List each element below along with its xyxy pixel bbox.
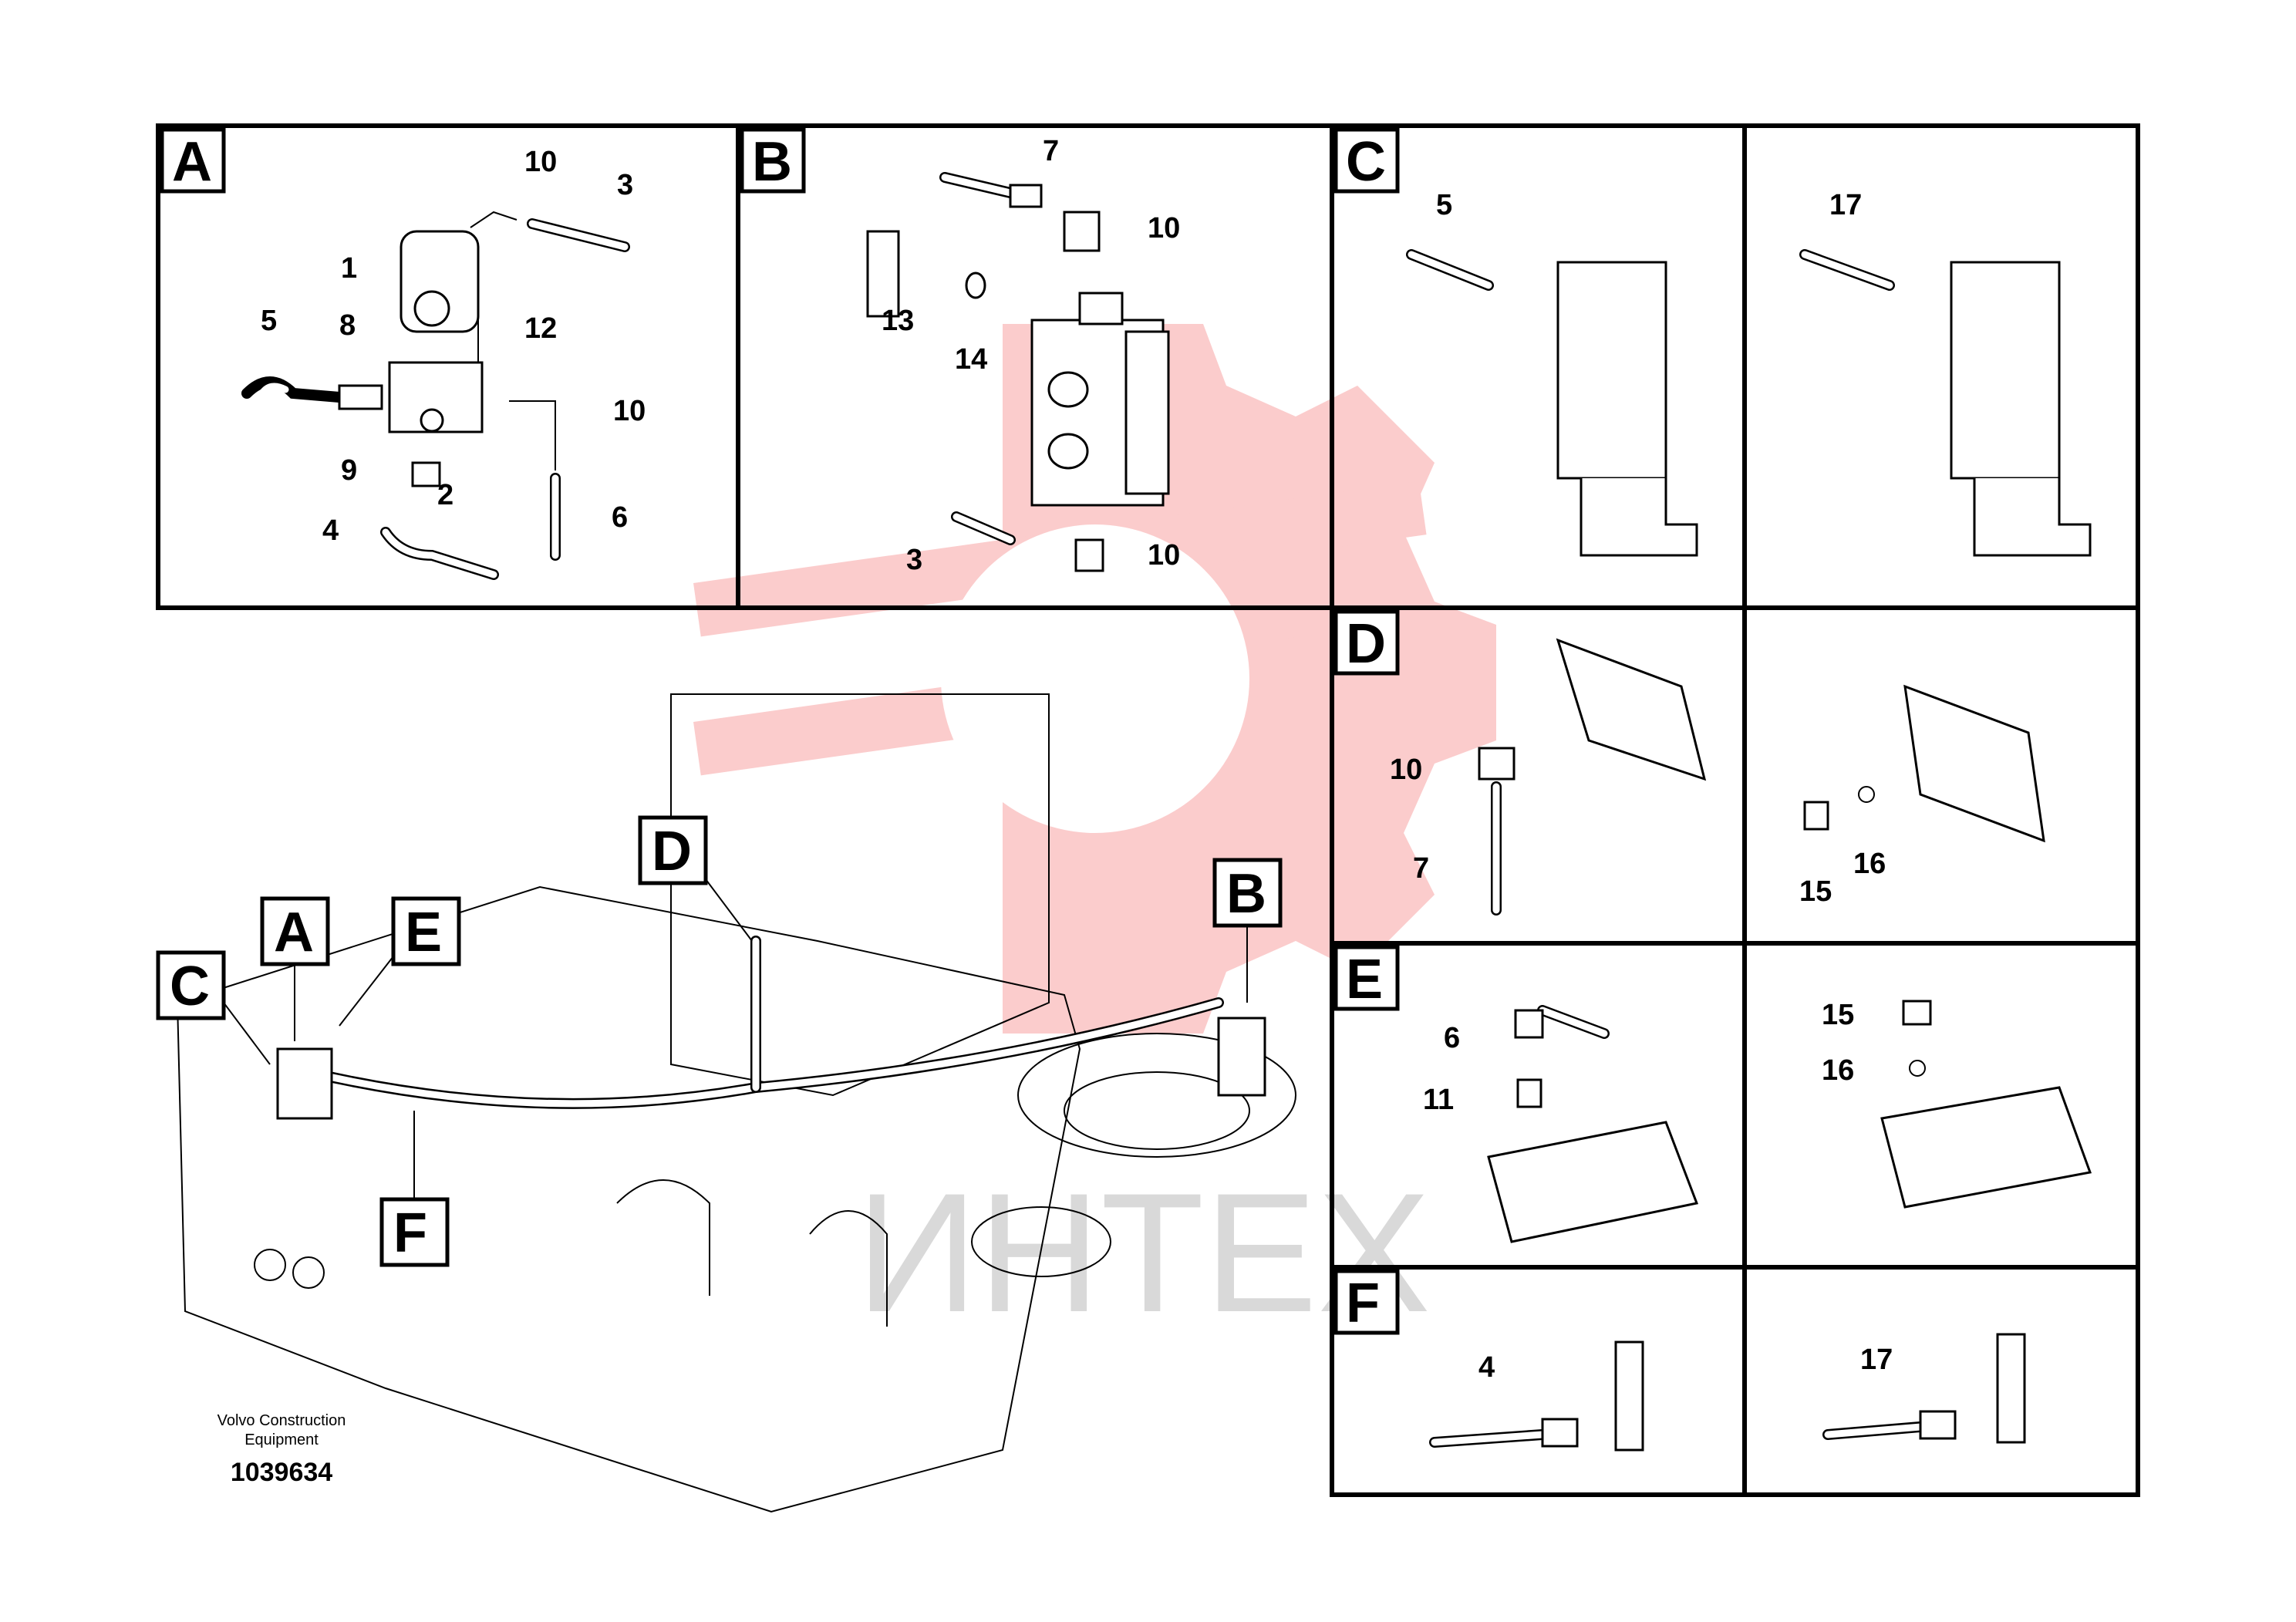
callout-c: C	[170, 956, 210, 1017]
panel-a-labels: 10 3 1 12 5 8 10 9 2 6 4	[261, 146, 646, 547]
label-11: 11	[1423, 1084, 1454, 1116]
label-10: 10	[524, 146, 557, 178]
label-5: 5	[1436, 189, 1452, 221]
panel-a: A 10 3 1 12 5 8 10 9 2 6 4	[156, 123, 740, 610]
label-6: 6	[1444, 1022, 1460, 1054]
label-4: 4	[1478, 1351, 1495, 1384]
panel-a-letter: A	[172, 131, 212, 193]
label-4: 4	[322, 514, 339, 547]
panel-c-letter: C	[1346, 131, 1386, 193]
label-17: 17	[1860, 1344, 1893, 1376]
label-10b: 10	[613, 395, 646, 427]
label-15: 15	[1799, 875, 1832, 908]
panel-d-variant: 15 16	[1742, 605, 2140, 946]
label-7: 7	[1413, 852, 1429, 885]
caption-line1: Volvo Construction	[217, 1412, 346, 1429]
label-9: 9	[341, 454, 357, 487]
label-1: 1	[341, 252, 357, 285]
label-16: 16	[1853, 848, 1886, 880]
panel-e-letter: E	[1346, 949, 1383, 1010]
label-7: 7	[1043, 135, 1059, 167]
label-10: 10	[1390, 754, 1422, 786]
callout-e: E	[405, 902, 442, 963]
label-3: 3	[906, 544, 922, 576]
panel-f-letter: F	[1346, 1273, 1380, 1334]
callout-a: A	[274, 902, 314, 963]
label-12: 12	[524, 312, 557, 345]
panel-e-variant: 15 16	[1742, 941, 2140, 1270]
callout-f: F	[393, 1202, 427, 1264]
label-14: 14	[955, 343, 987, 376]
callout-d: D	[652, 821, 692, 882]
caption-line2: Equipment	[244, 1431, 319, 1448]
panel-d-letter: D	[1346, 613, 1386, 675]
label-8: 8	[339, 309, 356, 342]
panel-b-letter: B	[752, 131, 792, 193]
label-5: 5	[261, 305, 277, 337]
label-2: 2	[437, 479, 453, 511]
label-16: 16	[1822, 1054, 1854, 1087]
label-6: 6	[612, 501, 628, 534]
panel-f-variant: 17	[1742, 1265, 2140, 1497]
panel-b-labels: 7 10 13 14 3 10	[882, 135, 1180, 576]
label-15: 15	[1822, 999, 1854, 1031]
panel-c: C 5	[1330, 123, 1747, 610]
label-3: 3	[617, 169, 633, 201]
panel-f: F 4	[1330, 1265, 1747, 1497]
label-10b: 10	[1148, 539, 1180, 572]
label-17: 17	[1829, 189, 1862, 221]
callout-b: B	[1226, 863, 1266, 925]
overview-drawing	[176, 693, 1296, 1513]
caption: Volvo Construction Equipment 1039634	[217, 1412, 346, 1487]
panel-c-variant: 17	[1742, 123, 2140, 610]
label-10: 10	[1148, 212, 1180, 244]
label-13: 13	[882, 305, 914, 337]
overview-callouts: C A E D B F	[156, 815, 1283, 1267]
document-number: 1039634	[231, 1458, 332, 1487]
